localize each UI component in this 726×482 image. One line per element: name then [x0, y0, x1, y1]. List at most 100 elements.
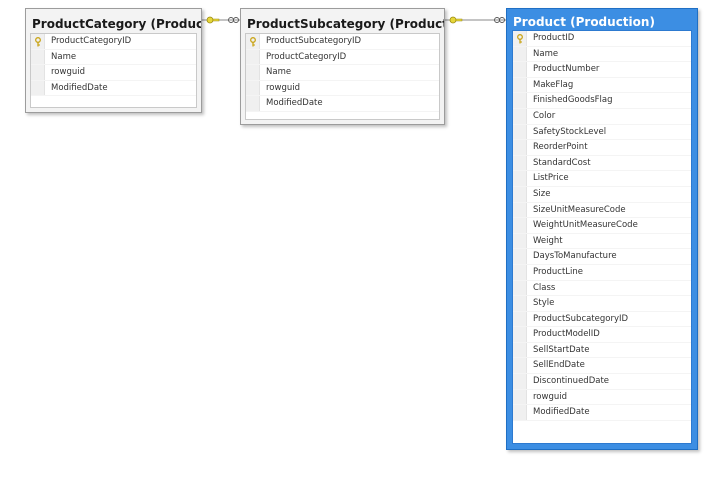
column-name: Name [51, 51, 77, 62]
row-selector[interactable] [513, 342, 527, 358]
column-row[interactable]: Class [513, 280, 691, 297]
table-title[interactable]: ProductCategory (Production) [32, 17, 201, 31]
column-row[interactable]: FinishedGoodsFlag [513, 93, 691, 109]
table-productcategory[interactable]: ProductCategory (Production) ProductCate… [25, 8, 202, 113]
column-row[interactable]: DiscontinuedDate [513, 374, 691, 390]
row-selector[interactable] [513, 202, 527, 218]
column-row[interactable]: ProductSubcategoryID [513, 311, 691, 328]
row-selector[interactable] [513, 46, 527, 62]
column-list: ProductSubcategoryID ProductCategoryID Nam… [245, 33, 440, 120]
row-selector[interactable] [513, 233, 527, 249]
column-row[interactable]: DaysToManufacture [513, 249, 691, 265]
column-row[interactable]: ProductID [513, 31, 691, 47]
relationship-subcategory-product[interactable] [445, 16, 506, 24]
column-row[interactable]: SafetyStockLevel [513, 124, 691, 141]
row-selector[interactable] [246, 80, 260, 96]
row-selector[interactable] [513, 264, 527, 280]
column-name: MakeFlag [533, 79, 574, 90]
row-selector[interactable] [513, 327, 527, 342]
column-name: Style [533, 298, 555, 309]
column-row[interactable]: ProductSubcategoryID [246, 34, 439, 50]
column-row[interactable]: SellEndDate [513, 358, 691, 375]
column-row[interactable]: rowguid [31, 65, 196, 81]
row-selector[interactable] [513, 296, 527, 311]
row-selector[interactable] [246, 34, 260, 49]
column-row[interactable]: ModifiedDate [513, 405, 691, 421]
column-name: ModifiedDate [51, 82, 108, 93]
table-title[interactable]: ProductSubcategory (Production) [247, 17, 444, 31]
column-row[interactable]: Color [513, 108, 691, 125]
row-selector[interactable] [513, 140, 527, 155]
column-name: Color [533, 110, 556, 121]
table-productsubcategory[interactable]: ProductSubcategory (Production) ProductS… [240, 8, 445, 125]
row-selector[interactable] [513, 280, 527, 296]
row-selector[interactable] [513, 155, 527, 171]
column-row[interactable]: SellStartDate [513, 342, 691, 359]
column-name: Name [266, 67, 292, 78]
column-row[interactable]: ModifiedDate [246, 96, 439, 112]
row-selector[interactable] [31, 65, 45, 80]
row-selector[interactable] [513, 171, 527, 186]
row-selector[interactable] [513, 358, 527, 374]
column-row[interactable]: StandardCost [513, 155, 691, 172]
column-name: ProductCategoryID [51, 36, 132, 46]
column-name: SellStartDate [533, 344, 590, 355]
column-row[interactable]: Size [513, 186, 691, 203]
row-selector[interactable] [513, 93, 527, 108]
column-row[interactable]: ProductNumber [513, 62, 691, 78]
column-row[interactable]: ReorderPoint [513, 140, 691, 156]
column-name: Size [533, 188, 551, 199]
row-selector[interactable] [246, 96, 260, 111]
row-selector[interactable] [513, 249, 527, 264]
row-selector[interactable] [513, 374, 527, 389]
table-title[interactable]: Product (Production) [513, 15, 655, 29]
column-row[interactable]: Name [246, 65, 439, 81]
primary-key-icon [35, 37, 41, 47]
column-name: SizeUnitMeasureCode [533, 204, 626, 215]
row-selector[interactable] [246, 49, 260, 65]
column-name: ProductSubcategoryID [533, 313, 629, 324]
column-row[interactable]: ProductCategoryID [31, 34, 196, 50]
row-selector[interactable] [513, 186, 527, 202]
primary-key-icon [250, 37, 256, 47]
column-name: FinishedGoodsFlag [533, 95, 613, 106]
column-row[interactable]: WeightUnitMeasureCode [513, 218, 691, 234]
row-selector[interactable] [31, 49, 45, 65]
column-row[interactable]: Weight [513, 233, 691, 250]
column-row[interactable]: Style [513, 296, 691, 312]
column-row[interactable]: Name [31, 49, 196, 66]
row-selector[interactable] [513, 77, 527, 93]
column-row[interactable]: ListPrice [513, 171, 691, 187]
column-name: Name [533, 48, 559, 59]
column-row[interactable]: ProductLine [513, 264, 691, 281]
row-selector[interactable] [31, 80, 45, 96]
column-row[interactable]: ProductCategoryID [246, 49, 439, 66]
column-row[interactable]: MakeFlag [513, 77, 691, 94]
row-selector[interactable] [513, 218, 527, 233]
column-name: ModifiedDate [533, 407, 590, 418]
relationship-key-end-icon [206, 16, 220, 24]
row-selector[interactable] [246, 65, 260, 80]
column-row[interactable]: ModifiedDate [31, 80, 196, 97]
column-row[interactable]: rowguid [513, 389, 691, 406]
column-name: ProductSubcategoryID [266, 36, 362, 46]
row-selector[interactable] [513, 124, 527, 140]
column-name: ProductCategoryID [266, 51, 347, 62]
row-selector[interactable] [513, 62, 527, 77]
relationship-category-subcategory[interactable] [202, 16, 240, 24]
column-row[interactable]: Name [513, 46, 691, 63]
row-selector[interactable] [513, 31, 527, 46]
column-row[interactable]: rowguid [246, 80, 439, 97]
row-selector[interactable] [513, 405, 527, 420]
row-selector[interactable] [31, 34, 45, 49]
row-selector[interactable] [513, 311, 527, 327]
column-row[interactable]: SizeUnitMeasureCode [513, 202, 691, 219]
column-row[interactable]: ProductModelID [513, 327, 691, 343]
row-selector[interactable] [513, 108, 527, 124]
column-name: WeightUnitMeasureCode [533, 220, 638, 231]
row-selector[interactable] [513, 389, 527, 405]
